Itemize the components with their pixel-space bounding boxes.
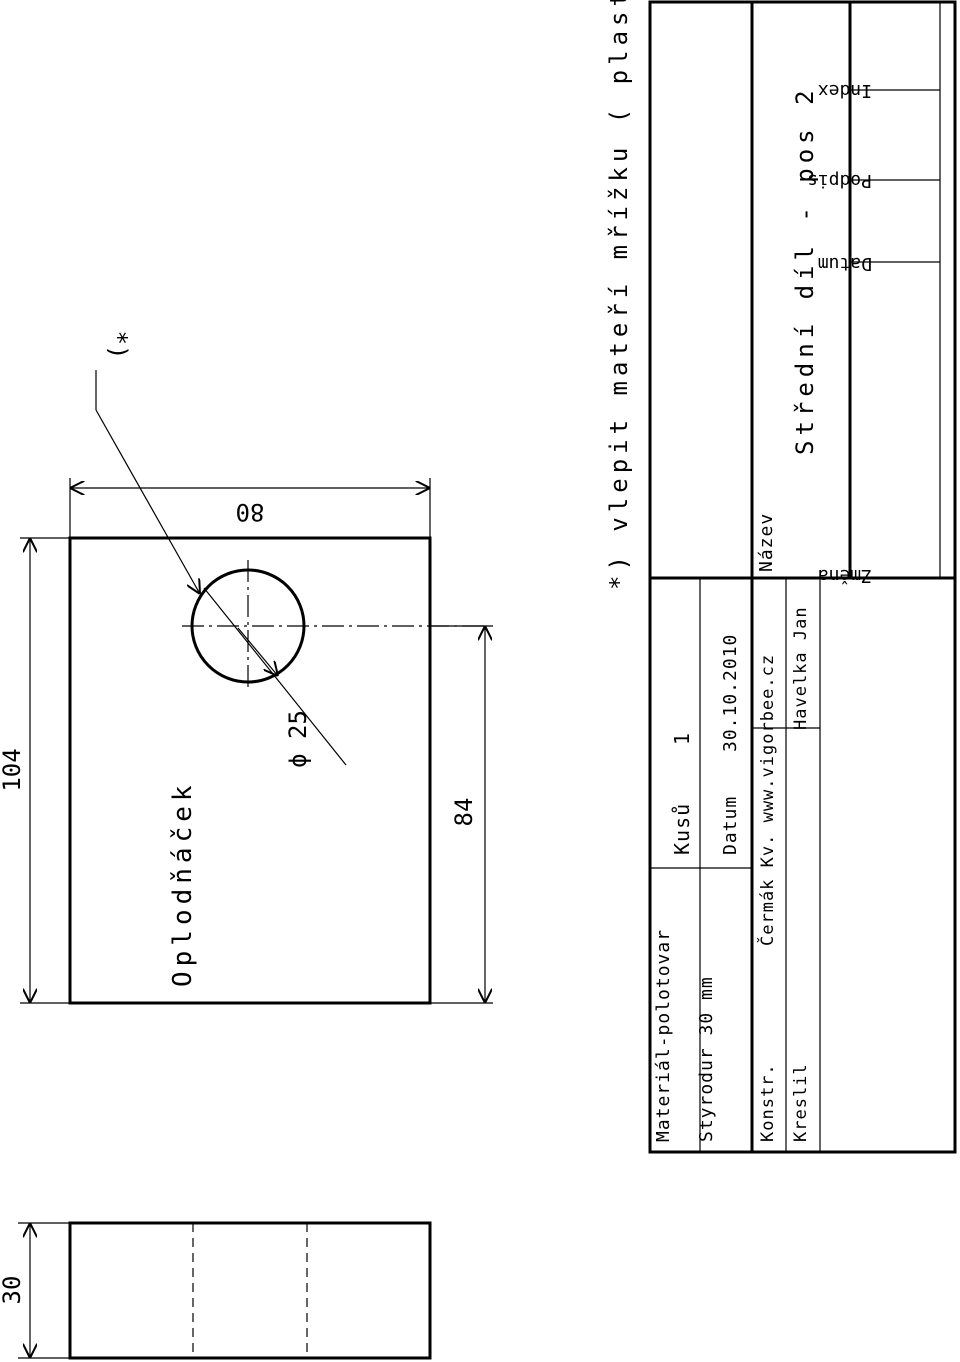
date-label-text: Datum	[720, 796, 741, 855]
note-leader-diagonal	[95, 409, 200, 594]
name-value-text: Střední díl - pos 2	[791, 85, 819, 455]
design-value-text: Čermák Kv. www.vigorbee.cz	[756, 654, 778, 946]
drawn-value: Havelka Jan	[791, 606, 811, 730]
pieces-value: 1	[670, 733, 694, 745]
dimension-84-text: 84	[450, 798, 478, 827]
revision-date-label-text: Datum	[818, 253, 872, 274]
project-name-text: Oplodňáček	[168, 780, 198, 987]
part-outline	[68, 536, 432, 1005]
material-label-text: Materiál-polotovar	[653, 929, 674, 1142]
note-marker: *)	[104, 331, 132, 360]
design-label-text: Konstr.	[758, 1063, 778, 1142]
date-value-text: 30.10.2010	[720, 634, 741, 752]
dimension-80-text: 80	[236, 498, 265, 526]
diameter-label-text: ϕ 25	[284, 710, 312, 768]
dimension-104-label: 104	[0, 748, 26, 791]
dimension-30-text: 30	[0, 1276, 26, 1305]
signature-label: Podpis	[807, 170, 872, 191]
index-label: Index	[818, 80, 872, 101]
pieces-label-text: Kusů	[670, 803, 694, 855]
material-value: Styrodur 30 mm	[696, 976, 717, 1142]
drawn-label: Kreslil	[791, 1063, 811, 1142]
index-label-text: Index	[818, 80, 872, 101]
change-label: Změna	[818, 565, 872, 586]
diameter-label: ϕ 25	[284, 710, 312, 768]
pieces-value-text: 1	[670, 733, 694, 745]
signature-label-text: Podpis	[807, 170, 872, 191]
design-value: Čermák Kv. www.vigorbee.cz	[756, 654, 778, 946]
dimension-80-label: 80	[236, 498, 265, 526]
dimension-30-label: 30	[0, 1276, 26, 1305]
date-value: 30.10.2010	[720, 634, 741, 752]
drawn-label-text: Kreslil	[791, 1063, 811, 1142]
name-label: Název	[756, 513, 777, 572]
footnote: *) vlepit mateří mřížku ( plastovou )	[605, 0, 633, 590]
material-value-text: Styrodur 30 mm	[696, 976, 717, 1142]
change-label-text: Změna	[818, 565, 872, 586]
diameter-arrow-inner	[237, 627, 278, 676]
dimension-104-text: 104	[0, 748, 26, 791]
revision-date-label: Datum	[818, 253, 872, 274]
name-value: Střední díl - pos 2	[791, 85, 819, 455]
material-label: Materiál-polotovar	[653, 929, 674, 1142]
note-marker-text: *)	[104, 331, 132, 360]
pieces-label: Kusů	[670, 803, 694, 855]
drawn-value-text: Havelka Jan	[791, 606, 811, 730]
footnote-text: *) vlepit mateří mřížku ( plastovou )	[605, 0, 633, 590]
name-label-text: Název	[756, 513, 777, 572]
dimension-84-label: 84	[450, 798, 478, 827]
design-label: Konstr.	[758, 1063, 778, 1142]
project-name: Oplodňáček	[168, 780, 198, 987]
date-label: Datum	[720, 796, 741, 855]
side-view-outline	[68, 1221, 432, 1360]
